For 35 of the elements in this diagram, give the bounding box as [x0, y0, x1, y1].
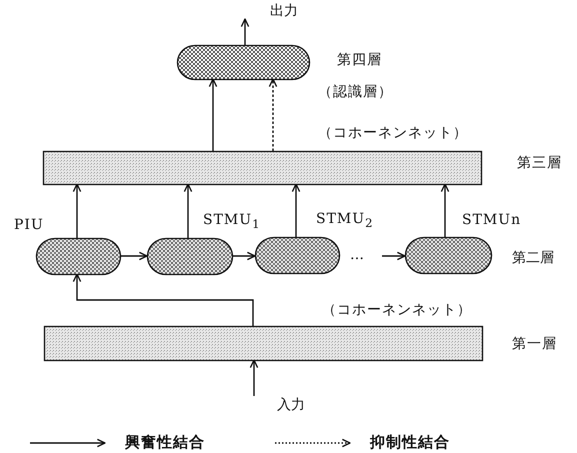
- arrow: [250, 359, 258, 396]
- ellipsis-label: …: [350, 247, 364, 263]
- dashed-arrow: [268, 78, 278, 151]
- arrow: [240, 18, 250, 45]
- layer-label: （認識層）: [318, 84, 393, 100]
- arrow: [72, 273, 254, 326]
- layer-label: 第四層: [337, 52, 382, 68]
- unit-capsule: [146, 238, 234, 276]
- io-label: 出力: [236, 2, 298, 20]
- legend-label: 抑制性結合: [370, 434, 450, 450]
- layer-label: STMU$_{1}$: [203, 212, 260, 232]
- arrow: [184, 183, 192, 238]
- layer-bar: [42, 150, 482, 186]
- layer-label: （コホーネンネット）: [322, 302, 472, 318]
- legend-label: 興奮性結合: [125, 434, 205, 450]
- layer-label: PIU: [14, 217, 44, 233]
- unit-capsule: [36, 238, 122, 276]
- layer-label: （コホーネンネット）: [318, 125, 468, 141]
- arrow: [233, 252, 256, 260]
- unit-capsule: [176, 44, 310, 80]
- arrow: [72, 183, 82, 238]
- layer-bar: [44, 326, 484, 362]
- unit-capsule: [254, 236, 340, 274]
- arrow: [208, 78, 218, 151]
- unit-capsule: [404, 236, 492, 274]
- io-label: 入力: [247, 396, 305, 414]
- layer-label: 第三層: [517, 155, 562, 171]
- arrow: [121, 252, 148, 260]
- layer-label: 第二層: [512, 250, 554, 266]
- arrow: [292, 183, 300, 237]
- layer-label: STMUn: [462, 212, 522, 228]
- arrow: [440, 183, 450, 237]
- arrow: [382, 252, 406, 260]
- layer-label: STMU$_{2}$: [316, 211, 374, 231]
- layer-label: 第一層: [512, 336, 557, 352]
